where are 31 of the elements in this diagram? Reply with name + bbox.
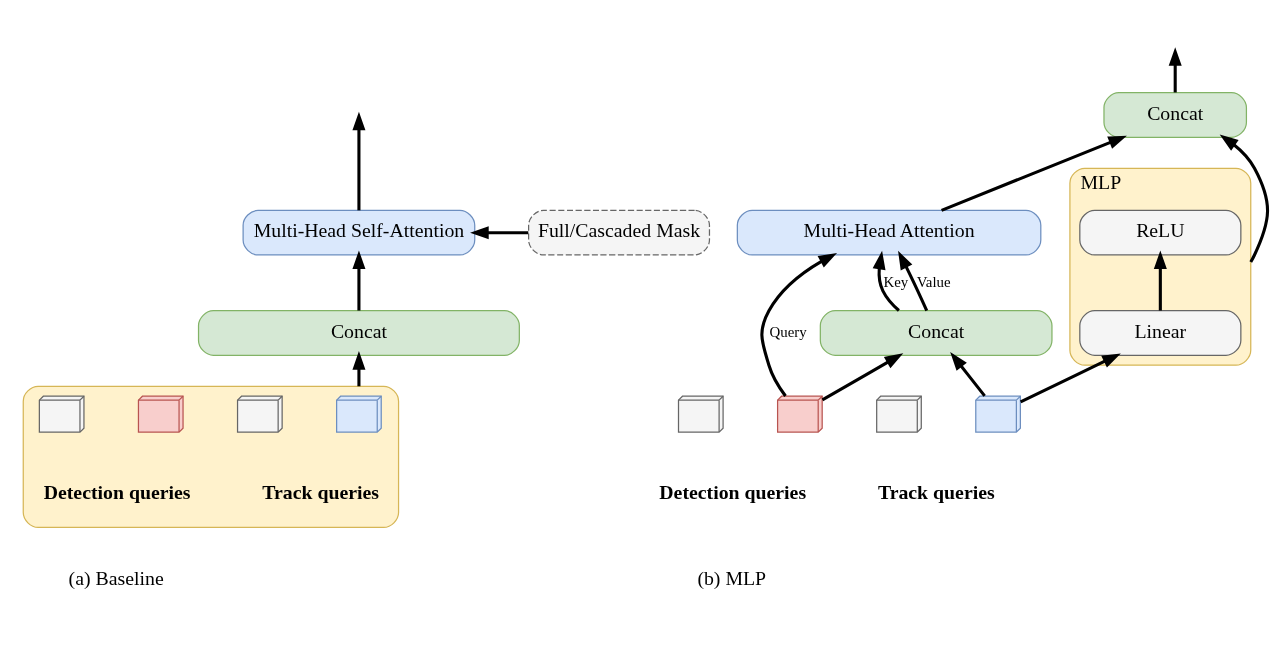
arrow — [352, 111, 366, 211]
node-box: Concat — [197, 310, 520, 356]
arrow — [760, 252, 838, 397]
arrow — [1153, 250, 1167, 311]
arrow — [898, 250, 929, 312]
node-box: Full/Cascaded Mask — [528, 209, 711, 256]
edge-label: Value — [916, 273, 951, 290]
label: (a) Baseline — [68, 567, 164, 590]
arrow — [821, 353, 904, 402]
arrow — [1168, 47, 1182, 93]
label: Track queries — [877, 480, 995, 503]
node-box: Concat — [1103, 92, 1248, 138]
label: (b) MLP — [697, 567, 767, 590]
arrow — [352, 250, 366, 311]
node-box: Linear — [1079, 310, 1242, 356]
arrow — [1019, 353, 1121, 404]
arrow — [872, 250, 900, 312]
cluster — [22, 385, 400, 529]
label: Detection queries — [659, 480, 807, 503]
node-box: Concat — [819, 310, 1053, 356]
label: Track queries — [262, 480, 380, 503]
edge-label: Query — [769, 323, 807, 340]
arrow — [1219, 134, 1270, 263]
node-box: Multi-Head Self-Attention — [242, 209, 476, 256]
arrow — [950, 352, 986, 397]
arrow — [940, 135, 1127, 212]
node-box: ReLU — [1079, 209, 1242, 256]
node-box: Multi-Head Attention — [736, 209, 1042, 256]
label: Detection queries — [43, 480, 191, 503]
arrow — [470, 226, 529, 240]
edge-label: Key — [883, 273, 909, 290]
